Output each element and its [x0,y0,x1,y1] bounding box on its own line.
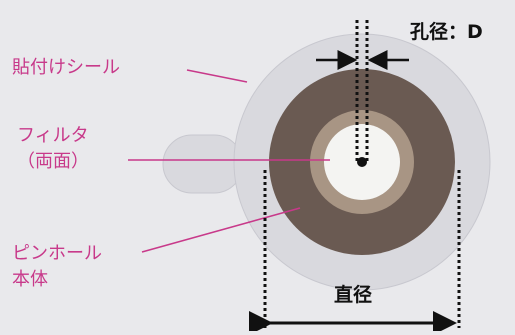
filter-label: フィルタ [17,125,89,146]
body-callout-line [141,207,301,253]
body-label-sub: 本体 [12,269,48,290]
sticker-label: 貼付けシール [12,57,120,78]
filter-label-sub: （両面） [17,151,89,172]
diameter-label: 直径 [334,284,373,306]
sticker-callout-line [186,69,248,83]
pinhole-dot [357,157,367,167]
hole-diameter-label: 孔径：D [410,21,483,43]
body-label: ピンホール [12,243,102,264]
sticker-tab [162,134,244,194]
